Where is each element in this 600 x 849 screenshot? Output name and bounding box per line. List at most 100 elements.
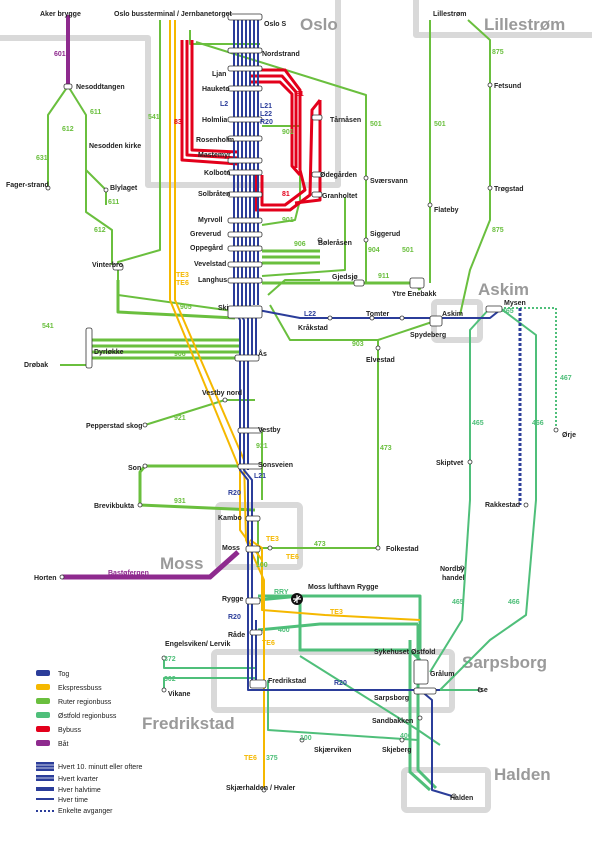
route-906b: 906 [174, 351, 186, 358]
region-label-askim: Askim [478, 280, 529, 299]
express-bus-icon [36, 684, 50, 690]
map-shape [185, 40, 239, 160]
route-473b: 473 [314, 541, 326, 548]
map-shape [180, 40, 239, 166]
route-R20b: R20 [228, 490, 241, 497]
legend: Tog Ekspressbuss Ruter regionbuss Østfol… [36, 670, 143, 815]
map-shape [227, 261, 263, 268]
legend-single-label: Enkelte avganger [58, 808, 113, 815]
map-shape [250, 74, 298, 168]
legend-bybuss: Bybuss [36, 726, 81, 734]
route-302: 302 [164, 676, 176, 683]
map-shape [227, 277, 263, 284]
map-shape [451, 793, 457, 799]
map-shape [311, 191, 323, 198]
label-kolbotn: Kolbotn [204, 170, 230, 177]
map-shape [417, 715, 423, 721]
label-nesoddtangen: Nesoddtangen [76, 84, 125, 91]
map-shape [429, 307, 491, 673]
map-shape [294, 100, 322, 205]
route-875b: 875 [492, 227, 504, 234]
label-sandbakken: Sandbakken [372, 718, 413, 725]
map-shape [227, 231, 263, 238]
map-shape [144, 399, 255, 426]
map-shape [161, 687, 167, 693]
route-numbers: 601 611 612 631 611 612 541 541 83 81 81… [36, 49, 572, 762]
route-L22a: L22 [260, 111, 272, 118]
map-shape [245, 545, 261, 553]
legend-freq10: Hvert 10. minutt eller oftere [36, 762, 143, 771]
map-shape [36, 762, 54, 771]
label-fredrikstad: Fredrikstad [268, 678, 306, 685]
route-901b: 901 [282, 217, 294, 224]
label-elvestad: Elvestad [366, 357, 395, 364]
map-shape [227, 116, 263, 123]
legend-baat: Båt [36, 740, 69, 748]
route-81a: 81 [296, 91, 304, 98]
route-904: 904 [368, 247, 380, 254]
ostfold-bus-icon [36, 712, 50, 718]
route-473a: 473 [380, 445, 392, 452]
legend-freq10-label: Hvert 10. minutt eller oftere [58, 764, 143, 771]
label-rakkestad: Rakkestad [485, 502, 520, 509]
map-shape [487, 185, 493, 191]
map-shape [234, 354, 260, 362]
label-vinterbro: Vinterbro [92, 262, 123, 269]
map-shape [189, 30, 260, 45]
map-shape [227, 13, 263, 21]
map-shape [369, 315, 375, 321]
route-901a: 901 [282, 129, 294, 136]
label-gralum: Grålum [430, 670, 455, 678]
label-fetsund: Fetsund [494, 83, 521, 90]
route-L2: L2 [220, 101, 228, 108]
map-shape [85, 170, 113, 265]
route-467: 467 [560, 375, 572, 382]
map-shape [257, 309, 501, 319]
map-shape [467, 459, 473, 465]
route-81b: 81 [282, 191, 290, 198]
route-631: 631 [36, 155, 48, 162]
map-shape [112, 263, 124, 271]
route-466b: 466 [508, 599, 520, 606]
route-400b: 400 [400, 733, 412, 740]
map-shape [375, 545, 381, 551]
region-label-sarpsborg: Sarpsborg [462, 653, 547, 672]
route-100a: 100 [256, 562, 268, 569]
map-shape [413, 687, 437, 695]
route-921: 921 [174, 415, 186, 422]
label-oslo-bussterminal: Oslo bussterminal / Jernbanetorget [114, 11, 233, 18]
map-shape [116, 280, 236, 320]
legend-single: Enkelte avganger [36, 808, 113, 815]
label-skjarhalden: Skjærhalden / Hvaler [226, 785, 296, 792]
label-pepperstad: Pepperstad skog [86, 423, 142, 430]
label-lillestrom: Lillestrøm [433, 11, 466, 18]
region-lillestrom-box [413, 0, 592, 38]
label-moss: Moss [222, 545, 240, 552]
label-tomter: Tomter [366, 311, 389, 318]
map-shape [399, 315, 405, 321]
map-shape [258, 594, 422, 650]
label-vevelstad: Vevelstad [194, 261, 226, 268]
map-shape [222, 397, 228, 403]
route-601: 601 [54, 51, 66, 58]
label-oppegard: Oppegård [190, 244, 223, 252]
label-sykehuset: Sykehuset Østfold [374, 649, 435, 656]
label-ytre-enebakk: Ytre Enebakk [392, 291, 436, 298]
legend-ruter-label: Ruter regionbuss [58, 699, 112, 706]
label-orje: Ørje [562, 432, 576, 439]
map-shape [137, 502, 143, 508]
route-906a: 906 [294, 241, 306, 248]
label-spydeberg: Spydeberg [410, 332, 446, 339]
legend-freq15-label: Hvert kvarter [58, 776, 99, 783]
legend-freq60: Hver time [36, 797, 88, 804]
label-mysen: Mysen [504, 300, 526, 307]
route-465c: 465 [452, 599, 464, 606]
map-shape [299, 737, 305, 743]
label-holmlia: Holmlia [202, 117, 227, 124]
label-langhus: Langhus [198, 277, 227, 284]
legend-ekspressbuss-label: Ekspressbuss [58, 685, 102, 692]
map-shape [311, 171, 323, 178]
label-fagerstrand: Fager-strand [6, 182, 49, 189]
label-ski: Ski [218, 305, 229, 312]
map-shape [227, 217, 263, 224]
